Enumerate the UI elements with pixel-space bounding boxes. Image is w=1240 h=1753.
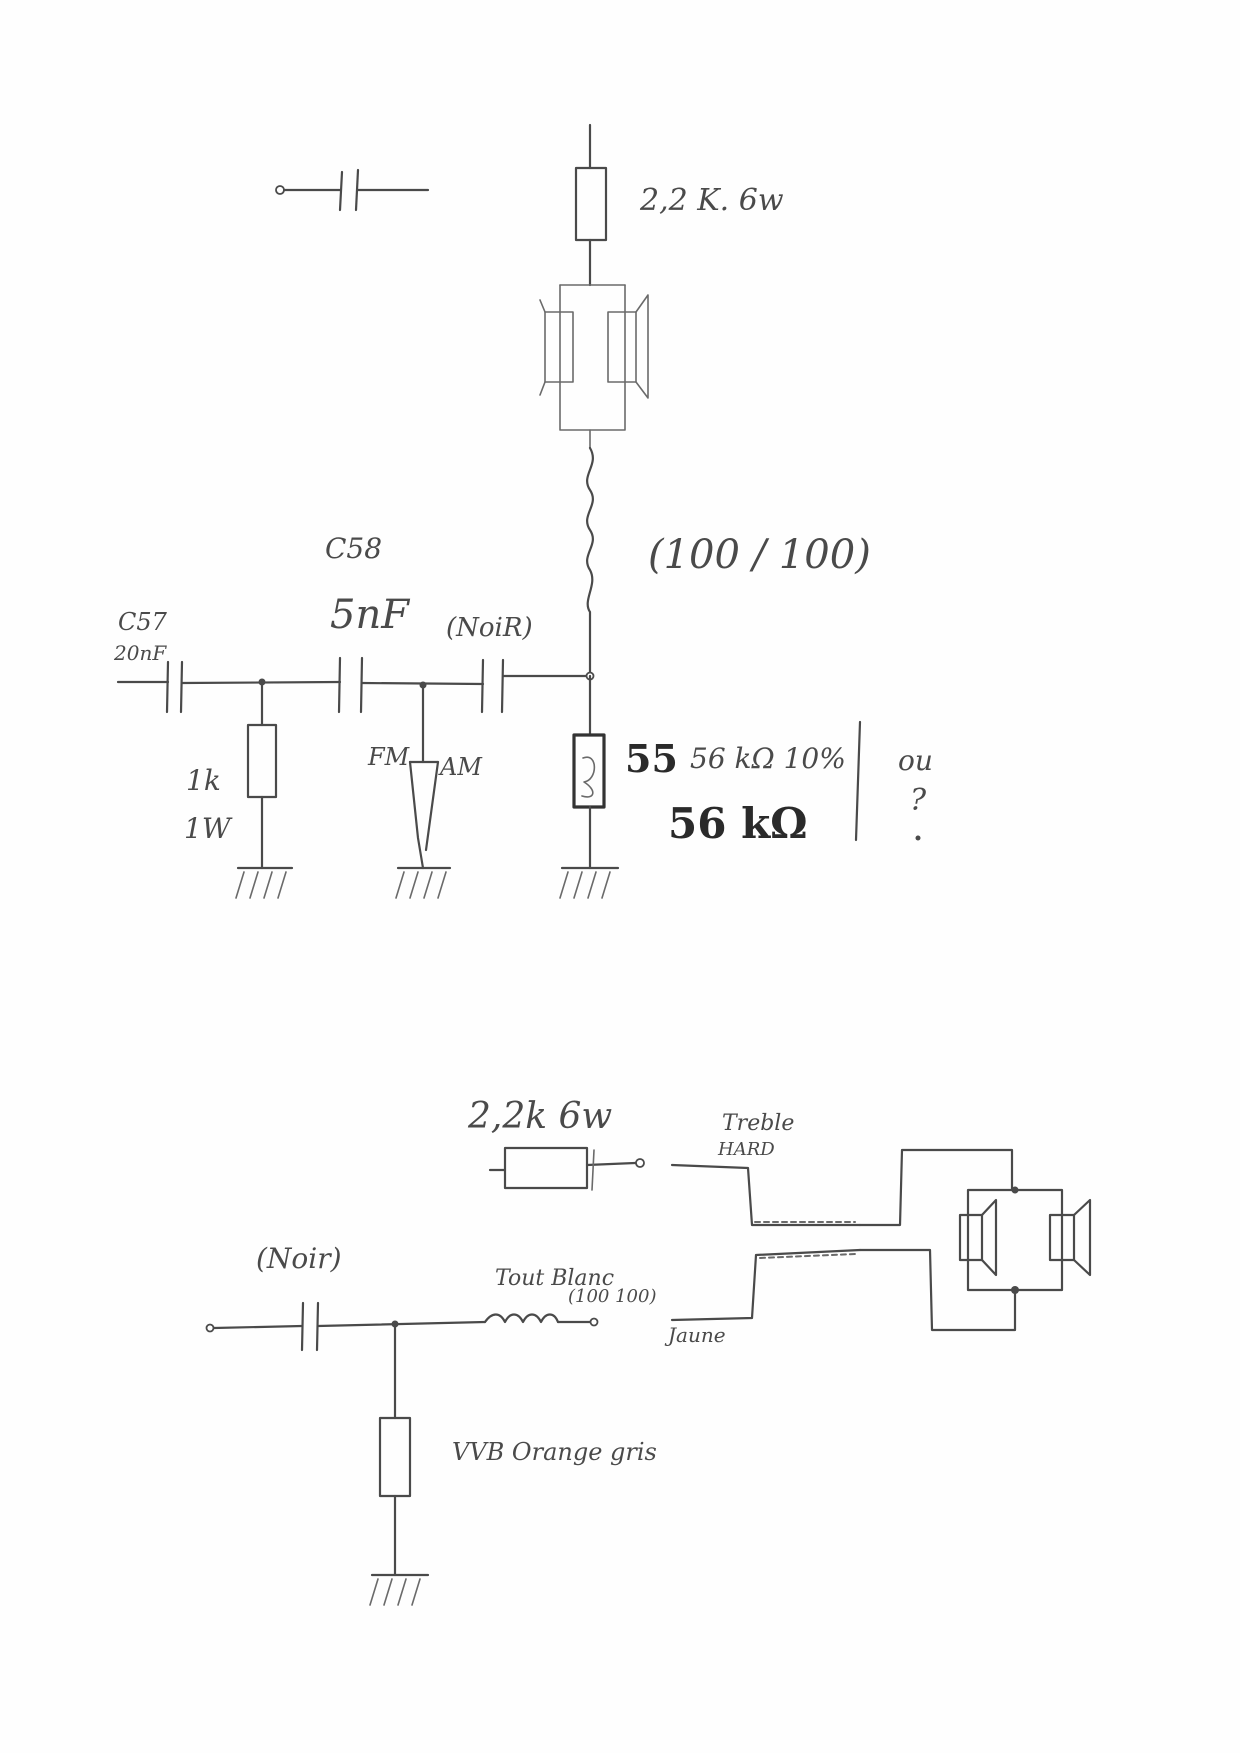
- label-56k-line1: 56 kΩ 10%: [690, 742, 846, 775]
- label-noir: (Noir): [256, 1242, 342, 1275]
- choice-bar: [854, 720, 862, 842]
- label-c58-value: 5nF: [330, 592, 410, 638]
- coil-100-100: [586, 446, 594, 674]
- label-1k-power: 1W: [184, 812, 233, 845]
- coil-tout-blanc: [483, 1313, 599, 1327]
- label-treble: Treble: [722, 1111, 794, 1136]
- fm-am-switch: [395, 683, 452, 899]
- resistor-56k: [559, 674, 620, 899]
- label-question: ?: [910, 783, 927, 818]
- resistor-vvb: [369, 1322, 430, 1606]
- label-treble-sub: HARD: [717, 1139, 775, 1160]
- label-c57-ref: C57: [118, 608, 168, 636]
- speaker-block: [539, 284, 649, 449]
- label-1k-value: 1k: [186, 764, 221, 797]
- label-c58-ref: C58: [325, 532, 382, 565]
- label-jaune: Jaune: [664, 1323, 726, 1347]
- label-56k-line2: 56 kΩ: [668, 799, 808, 848]
- input-line-bottom: [205, 1301, 487, 1352]
- label-noir-cap: (NoiR): [446, 613, 533, 643]
- capacitor-symbol-legend: [275, 168, 430, 212]
- top-schematic: 2,2 K. 6w (100 / 100) C58 5nF (NoiR) C57…: [113, 123, 933, 899]
- signal-line-top: [116, 656, 595, 714]
- label-resistor-2k2-bottom: 2,2k 6w: [467, 1096, 612, 1137]
- treble-wire: [670, 1148, 1014, 1227]
- resistor-1k: [235, 680, 294, 899]
- speaker-pair: [958, 1186, 1092, 1294]
- label-vvb-colors: VVB Orange gris: [452, 1438, 657, 1466]
- label-am: AM: [438, 753, 483, 781]
- label-or: ou: [898, 744, 933, 777]
- label-tout-blanc: Tout Blanc: [495, 1266, 614, 1291]
- label-c57-value: 20nF: [113, 641, 167, 665]
- resistor-2k2: [574, 123, 608, 287]
- label-coil-spec: (100 / 100): [648, 532, 871, 578]
- signal-wire: [670, 1248, 1017, 1332]
- label-56k-struck: 55: [625, 736, 678, 781]
- bottom-schematic: 2,2k 6w Treble HARD (Noir) Tout Blanc (1…: [205, 1096, 1092, 1606]
- question-dot: [915, 835, 921, 841]
- label-coil-spec-bottom: (100 100): [568, 1286, 656, 1307]
- resistor-2k2-bottom: [488, 1146, 645, 1191]
- label-fm: FM: [367, 743, 411, 771]
- label-resistor-2k2: 2,2 K. 6w: [639, 183, 784, 218]
